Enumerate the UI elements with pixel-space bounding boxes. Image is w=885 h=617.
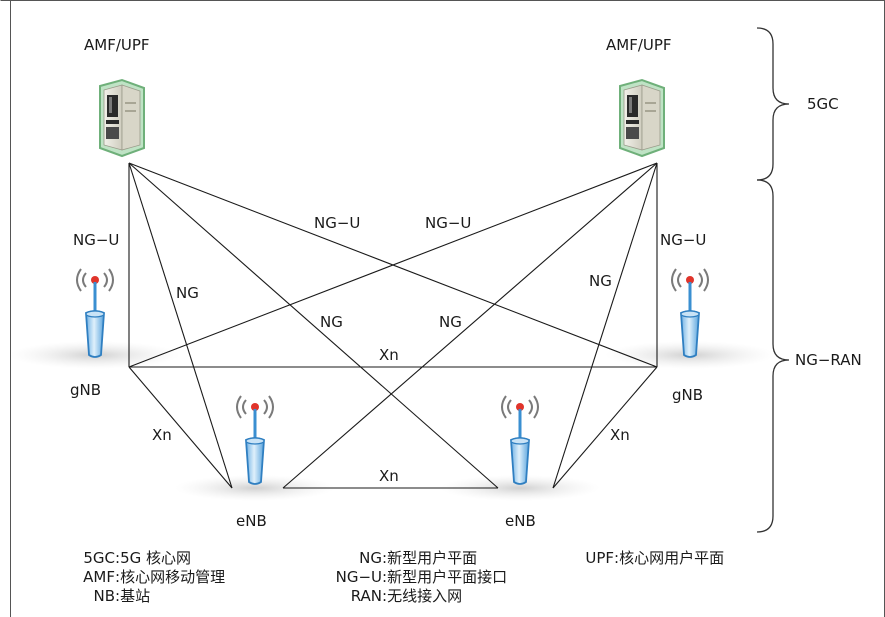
link-label-ngu-cross-right: NG−U — [425, 214, 472, 232]
legend-item-ng-u: NG−U:新型用户平面接口 — [322, 568, 507, 587]
legend-separator: : — [115, 568, 121, 586]
legend-value: 新型用户平面 — [387, 549, 478, 567]
legend-key: NG — [359, 549, 382, 567]
legend-value: 核心网移动管理 — [120, 568, 226, 586]
link-label-xn-left: Xn — [152, 426, 172, 444]
bracket-label-ng-ran: NG−RAN — [795, 351, 862, 369]
shadow-enb-right — [440, 475, 600, 501]
link-ngu-cross-right — [128, 162, 658, 368]
brace-5gc — [756, 27, 790, 181]
link-label-xn-right: Xn — [610, 426, 630, 444]
legend-separator: : — [115, 587, 121, 605]
legend-key: NB — [93, 587, 115, 605]
node-label-core-right: AMF/UPF — [606, 36, 672, 54]
legend-separator: : — [614, 549, 620, 567]
link-ng-3 — [282, 162, 658, 489]
server-icon — [619, 79, 665, 157]
legend-key: UPF — [585, 549, 614, 567]
link-label-ng-4: NG — [589, 272, 612, 290]
link-label-ng-3: NG — [439, 313, 462, 331]
legend-separator: : — [382, 549, 388, 567]
legend-value: 新型用户平面接口 — [387, 568, 508, 586]
link-label-xn-top: Xn — [379, 346, 399, 364]
link-ng-1 — [128, 162, 233, 489]
legend-key: RAN — [350, 587, 382, 605]
legend-value: 5G 核心网 — [120, 549, 191, 567]
link-ng-2 — [128, 162, 499, 489]
legend-item-nb: NB:基站 — [60, 587, 150, 606]
cell-tower-icon — [235, 394, 275, 486]
legend-item-upf: UPF:核心网用户平面 — [578, 549, 724, 568]
legend-item-ran: RAN:无线接入网 — [322, 587, 462, 606]
link-label-ng-2: NG — [320, 313, 343, 331]
legend-item-5gc: 5GC:5G 核心网 — [60, 549, 191, 568]
link-xn-right — [552, 366, 658, 489]
brace-ng-ran — [756, 179, 790, 533]
legend-separator: : — [382, 587, 388, 605]
node-label-gnb-right: gNB — [672, 386, 704, 404]
node-label-gnb-left: gNB — [70, 381, 102, 399]
legend-key: AMF — [83, 568, 115, 586]
legend-value: 基站 — [120, 587, 151, 605]
link-label-ngu-left: NG−U — [73, 231, 120, 249]
link-label-ng-1: NG — [176, 284, 199, 302]
node-label-enb-right: eNB — [505, 512, 536, 530]
node-label-core-left: AMF/UPF — [84, 36, 150, 54]
legend-key: 5GC — [83, 549, 115, 567]
legend-item-ng: NG:新型用户平面 — [322, 549, 477, 568]
legend-value: 无线接入网 — [387, 587, 463, 605]
link-ng-4 — [552, 162, 658, 489]
bracket-label-5gc: 5GC — [807, 95, 839, 113]
legend-separator: : — [115, 549, 121, 567]
legend-item-amf: AMF:核心网移动管理 — [60, 568, 225, 587]
server-icon — [99, 79, 145, 157]
link-label-ngu-cross-left: NG−U — [314, 214, 361, 232]
link-label-xn-bottom: Xn — [379, 467, 399, 485]
legend-key: NG−U — [335, 568, 382, 586]
legend-separator: : — [382, 568, 388, 586]
link-xn-left — [128, 366, 233, 489]
link-label-ngu-right: NG−U — [660, 231, 707, 249]
shadow-enb-left — [175, 475, 335, 501]
legend-value: 核心网用户平面 — [619, 549, 725, 567]
cell-tower-icon — [500, 394, 540, 486]
node-label-enb-left: eNB — [236, 512, 267, 530]
